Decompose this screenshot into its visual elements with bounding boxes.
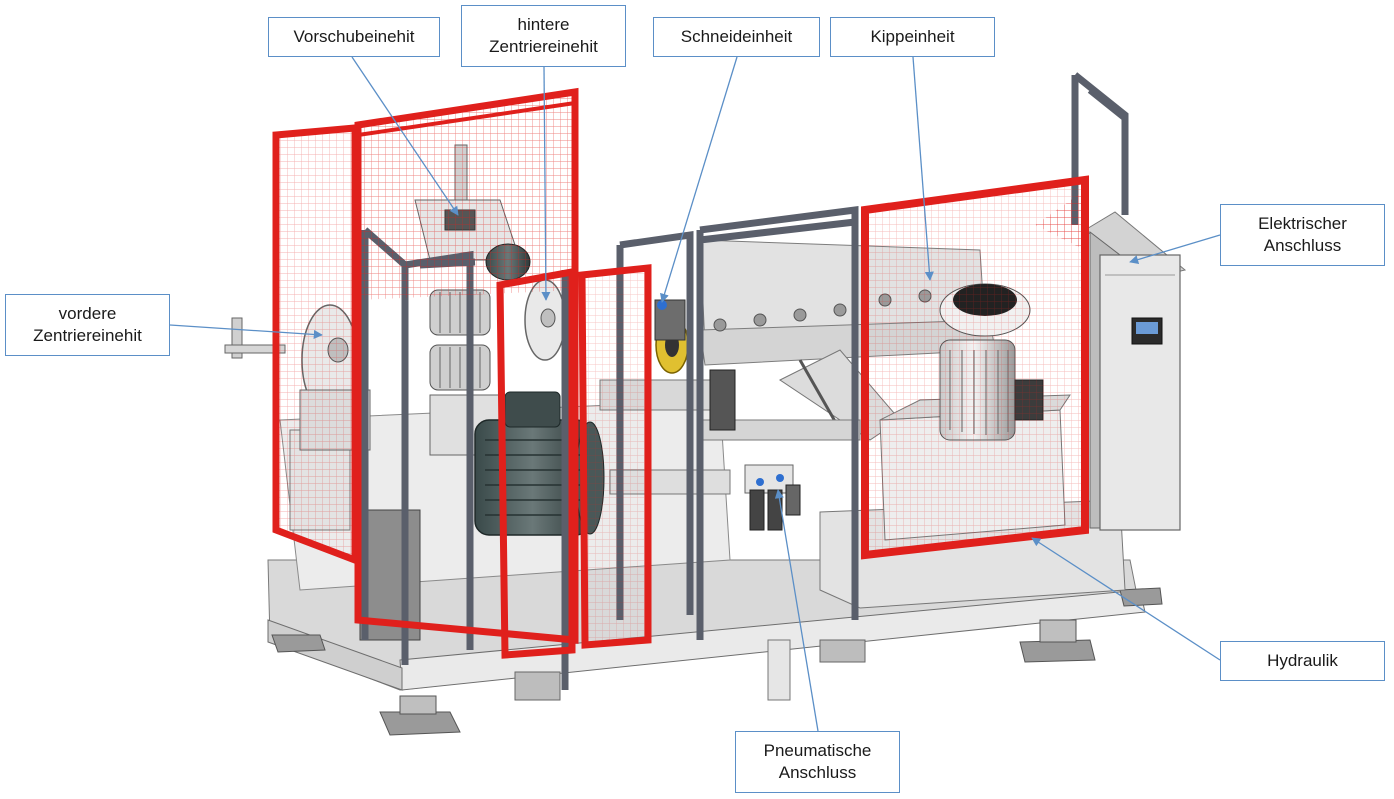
label-feed-unit: Vorschubeinehit (268, 17, 440, 57)
electrical-cabinet (1084, 211, 1187, 531)
leader-vorschub (351, 56, 459, 216)
leader-vordere (169, 324, 323, 340)
leader-hydraulik (1031, 537, 1221, 661)
safety-guards (272, 87, 1089, 659)
cutting-unit (654, 299, 736, 431)
leader-pneum (774, 489, 819, 732)
label-hydraulics: Hydraulik (1220, 641, 1385, 681)
label-rear-centering-unit: hintere Zentriereinehit (461, 5, 626, 67)
leader-schneid (660, 56, 738, 303)
leader-elektr (1129, 234, 1221, 265)
label-tilting-unit: Kippeinheit (830, 17, 995, 57)
pneumatic-unit (744, 464, 801, 531)
leader-hintere (541, 66, 551, 301)
rear-centering-unit (524, 279, 566, 361)
label-front-centering-unit: vordere Zentriereinehit (5, 294, 170, 356)
leader-lines (169, 56, 1221, 732)
label-cutting-unit: Schneideinheit (653, 17, 820, 57)
label-pneumatic-connection: Pneumatische Anschluss (735, 731, 900, 793)
label-electrical-connection: Elektrischer Anschluss (1220, 204, 1385, 266)
leader-kipp (912, 56, 934, 281)
